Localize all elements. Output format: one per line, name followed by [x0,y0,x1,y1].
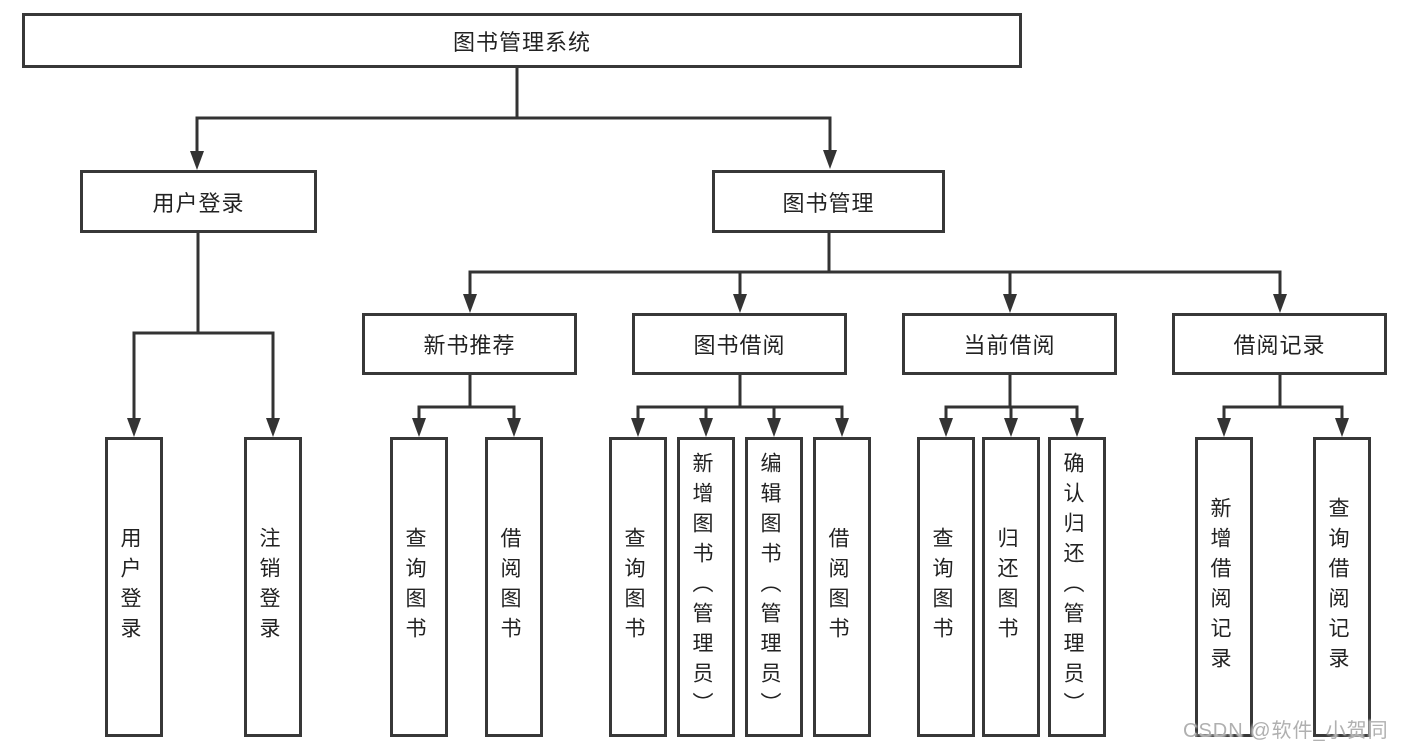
node-new-book-recommend-label: 新书推荐 [423,333,516,358]
leaf-current-confirm-admin-label: 确认归还（管理员） [1061,452,1084,722]
node-user-login-label: 用户登录 [152,190,245,216]
leaf-records-add-label: 新增借阅记录 [1208,497,1231,677]
connector-current-to-leaves [944,375,1079,422]
node-new-book-recommend: 新书推荐 [362,313,577,375]
node-current-borrow-label: 当前借阅 [963,333,1056,358]
leaf-newbook-borrow: 借阅图书 [485,437,543,737]
leaf-borrow-add-admin-label: 新增图书（管理员） [690,452,713,722]
leaf-user-login-label: 用户登录 [118,527,141,647]
leaf-borrow-borrow-label: 借阅图书 [826,527,849,647]
leaf-borrow-add-admin: 新增图书（管理员） [677,437,735,737]
leaf-borrow-edit-admin: 编辑图书（管理员） [745,437,803,737]
leaf-current-query-label: 查询图书 [930,527,953,647]
leaf-borrow-query-label: 查询图书 [622,527,645,647]
connector-borrow-to-leaves [636,375,844,422]
node-borrow-records: 借阅记录 [1172,313,1387,375]
leaf-borrow-edit-admin-label: 编辑图书（管理员） [758,452,781,722]
connector-userlogin-to-leaves [132,233,275,422]
leaf-logout-label: 注销登录 [257,527,280,647]
leaf-newbook-query-label: 查询图书 [403,527,426,647]
leaf-logout: 注销登录 [244,437,302,737]
node-borrow-records-label: 借阅记录 [1233,333,1326,358]
node-user-login: 用户登录 [80,170,317,233]
node-book-borrow-label: 图书借阅 [693,333,786,358]
leaf-user-login: 用户登录 [105,437,163,737]
node-current-borrow: 当前借阅 [902,313,1117,375]
leaf-current-return: 归还图书 [982,437,1040,737]
node-book-management: 图书管理 [712,170,945,233]
leaf-newbook-query: 查询图书 [390,437,448,737]
leaf-records-query: 查询借阅记录 [1313,437,1371,737]
leaf-newbook-borrow-label: 借阅图书 [498,527,521,647]
node-root-label: 图书管理系统 [452,29,591,55]
node-root: 图书管理系统 [22,13,1022,68]
node-book-borrow: 图书借阅 [632,313,847,375]
leaf-records-query-label: 查询借阅记录 [1326,497,1349,677]
leaf-current-return-label: 归还图书 [995,527,1018,647]
node-book-management-label: 图书管理 [782,190,875,216]
leaf-borrow-borrow: 借阅图书 [813,437,871,737]
leaf-borrow-query: 查询图书 [609,437,667,737]
connector-records-to-leaves [1222,375,1344,422]
leaf-records-add: 新增借阅记录 [1195,437,1253,737]
csdn-watermark: CSDN @软件_小贺同学 [1183,720,1389,742]
leaf-current-query: 查询图书 [917,437,975,737]
leaf-current-confirm-admin: 确认归还（管理员） [1048,437,1106,737]
connector-newbook-to-leaves [417,375,516,422]
connector-bookmgmt-to-level3 [468,233,1282,298]
connector-root-to-level2 [195,68,832,155]
